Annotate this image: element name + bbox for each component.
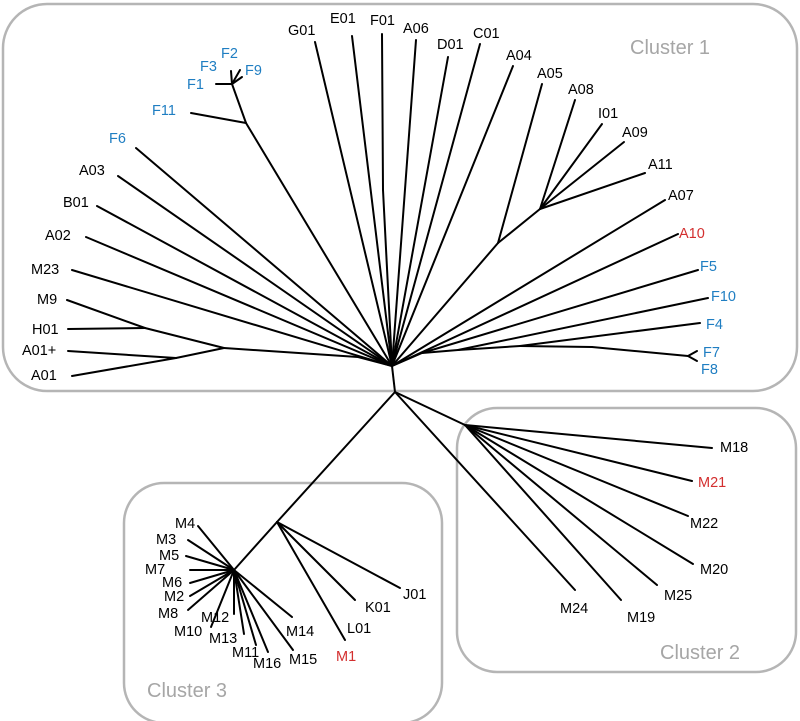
leaf-label: A07 — [668, 188, 694, 204]
leaf-label: F8 — [701, 362, 718, 378]
leaf-label: G01 — [288, 23, 315, 39]
leaf-label: D01 — [437, 37, 464, 53]
branches — [66, 33, 713, 653]
leaf-label: F6 — [109, 131, 126, 147]
leaf-label: M21 — [698, 475, 726, 491]
leaf-label: M9 — [37, 292, 57, 308]
leaf-label: B01 — [63, 195, 89, 211]
leaf-label: A08 — [568, 82, 594, 98]
leaf-label: C01 — [473, 26, 500, 42]
cluster-3-label: Cluster 3 — [147, 680, 227, 702]
leaf-label: E01 — [330, 11, 356, 27]
cluster-2-label: Cluster 2 — [660, 642, 740, 664]
cluster-3-box — [122, 481, 444, 721]
leaf-label: M8 — [158, 606, 178, 622]
leaf-label: F7 — [703, 345, 720, 361]
leaf-label: A10 — [679, 226, 705, 242]
leaf-label: F1 — [187, 77, 204, 93]
leaf-label: M4 — [175, 516, 195, 532]
leaf-label: M13 — [209, 631, 237, 647]
leaf-label: F11 — [152, 103, 176, 119]
leaf-label: F5 — [700, 259, 717, 275]
cluster-2-box — [455, 406, 798, 674]
leaf-label: M3 — [156, 532, 176, 548]
leaf-label: M7 — [145, 562, 165, 578]
leaf-label: K01 — [365, 600, 391, 616]
leaf-label: A05 — [537, 66, 563, 82]
leaf-label: F3 — [200, 59, 217, 75]
leaf-label: A01+ — [22, 343, 56, 359]
leaf-label: M24 — [560, 601, 588, 617]
leaf-label: H01 — [32, 322, 59, 338]
leaf-label: M11 — [232, 645, 259, 661]
cluster-1-box — [1, 2, 799, 393]
leaf-label: M1 — [336, 649, 356, 665]
leaf-label: A11 — [648, 157, 673, 173]
leaf-label: M15 — [289, 652, 317, 668]
leaf-label: A09 — [622, 125, 648, 141]
leaf-label: A03 — [79, 163, 105, 179]
leaf-label: F01 — [370, 13, 395, 29]
leaf-label: M23 — [31, 262, 59, 278]
leaf-label: F10 — [711, 289, 736, 305]
leaf-label: M6 — [162, 575, 182, 591]
leaf-labels: G01 E01 F01 A06 D01 C01 A04 A05 A08 I01 … — [22, 11, 748, 672]
leaf-label: F4 — [706, 317, 723, 333]
leaf-label: F2 — [221, 46, 238, 62]
leaf-label: M14 — [286, 624, 314, 640]
cluster-1-label: Cluster 1 — [630, 37, 710, 59]
leaf-label: A04 — [506, 48, 532, 64]
leaf-label: A06 — [403, 21, 429, 37]
leaf-label: M20 — [700, 562, 728, 578]
leaf-label: F9 — [245, 63, 262, 79]
leaf-label: A02 — [45, 228, 71, 244]
leaf-label: M25 — [664, 588, 692, 604]
leaf-label: M10 — [174, 624, 202, 640]
leaf-label: M18 — [720, 440, 748, 456]
leaf-label: M19 — [627, 610, 655, 626]
leaf-label: A01 — [31, 368, 57, 384]
leaf-label: M2 — [164, 589, 184, 605]
leaf-label: I01 — [598, 106, 618, 122]
leaf-label: J01 — [403, 587, 426, 603]
leaf-label: L01 — [347, 621, 371, 637]
leaf-label: M12 — [201, 610, 229, 626]
leaf-label: M5 — [159, 548, 179, 564]
leaf-label: M22 — [690, 516, 718, 532]
leaf-label: M16 — [253, 656, 281, 672]
